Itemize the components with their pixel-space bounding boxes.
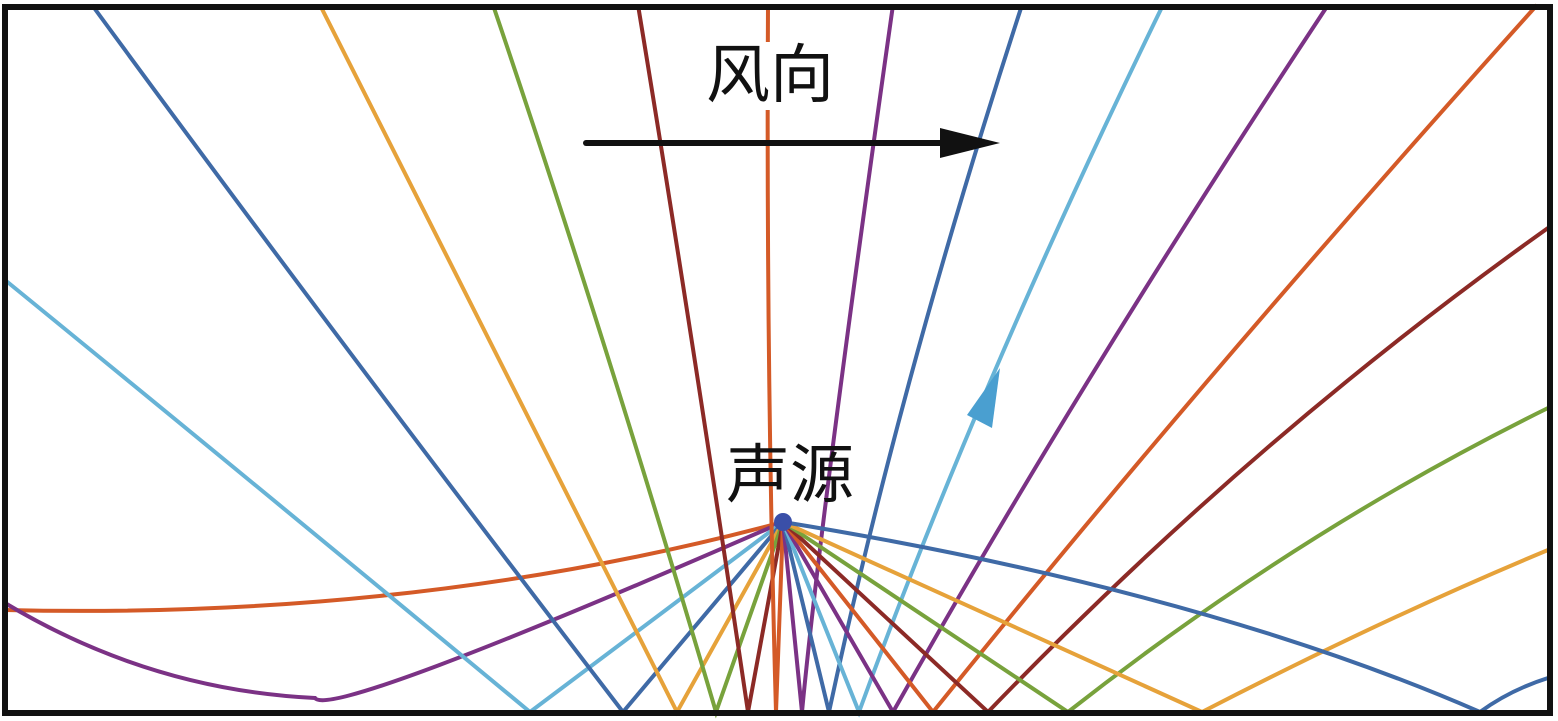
- frame-border: [2, 4, 1553, 716]
- ray-blue-9: [781, 4, 1024, 713]
- wind-arrowhead-icon: [940, 128, 1000, 158]
- ray-orange-7: [765, 4, 785, 713]
- ray-orange-0: [4, 520, 784, 613]
- ray-direction-arrow-icon: [967, 368, 1000, 428]
- ray-green-5: [491, 4, 785, 719]
- wind-direction-label: 风向: [702, 42, 838, 110]
- ray-lightblue-10: [781, 4, 1165, 718]
- ray-purple-1: [3, 520, 784, 703]
- ray-darkred-6: [636, 4, 785, 713]
- ray-orange-12: [781, 3, 1539, 716]
- ray-purple-11: [781, 3, 1330, 717]
- ray-blue-16: [782, 520, 1549, 715]
- ray-darkred-13: [781, 226, 1550, 715]
- sound-source-point: [774, 513, 792, 531]
- ray-yellow-4: [318, 4, 785, 717]
- sound-source-label: 声源: [726, 439, 854, 513]
- ray-yellow-15: [782, 520, 1549, 715]
- ray-blue-3: [90, 3, 785, 716]
- ray-purple-8: [781, 4, 895, 713]
- ray-lightblue-2: [3, 278, 785, 715]
